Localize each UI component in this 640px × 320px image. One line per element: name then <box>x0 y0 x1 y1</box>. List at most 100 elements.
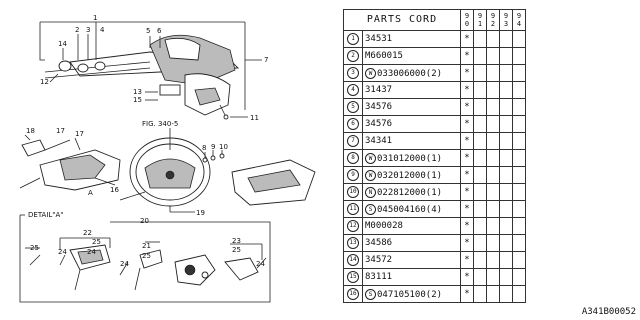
label-24b: 24 <box>87 248 96 256</box>
year-mark: * <box>460 234 474 252</box>
ref-number: 3 <box>343 64 363 82</box>
ref-number: 15 <box>343 268 363 286</box>
year-mark <box>512 30 526 48</box>
label-1: 1 <box>93 14 97 22</box>
year-mark: * <box>460 115 474 133</box>
year-mark <box>499 183 513 201</box>
prefix-badge: W <box>365 67 376 79</box>
year-mark <box>473 81 487 99</box>
year-mark <box>512 183 526 201</box>
year-mark <box>512 217 526 235</box>
year-mark <box>486 234 500 252</box>
label-19: 19 <box>196 209 205 217</box>
ref-number: 2 <box>343 47 363 65</box>
year-mark <box>499 64 513 82</box>
year-mark <box>512 166 526 184</box>
year-mark <box>499 81 513 99</box>
year-mark <box>486 30 500 48</box>
ref-number: 11 <box>343 200 363 218</box>
part-code: 34341 <box>362 132 461 150</box>
year-mark <box>499 115 513 133</box>
year-mark <box>486 149 500 167</box>
year-mark <box>499 132 513 150</box>
label-8: 8 <box>202 144 206 152</box>
year-mark <box>486 47 500 65</box>
label-25d: 25 <box>232 246 241 254</box>
year-mark: * <box>460 200 474 218</box>
ref-number: 14 <box>343 251 363 269</box>
year-mark <box>499 251 513 269</box>
parts-exploded-diagram: 1 2 3 4 5 6 7 14 12 13 15 11 FIG. 340-5 … <box>19 14 316 303</box>
label-9: 9 <box>211 143 215 151</box>
year-mark <box>473 149 487 167</box>
year-mark <box>473 268 487 286</box>
fig-reference: FIG. 340-5 <box>142 120 178 128</box>
part-code: M000028 <box>362 217 461 235</box>
year-mark: * <box>460 285 474 303</box>
part-code: 31437 <box>362 81 461 99</box>
year-mark <box>486 251 500 269</box>
prefix-badge: N <box>365 186 376 198</box>
part-code: 34531 <box>362 30 461 48</box>
year-mark <box>512 47 526 65</box>
label-4: 4 <box>100 26 105 34</box>
ref-number: 4 <box>343 81 363 99</box>
year-mark <box>486 285 500 303</box>
detail-a-box <box>19 214 271 303</box>
year-mark <box>473 30 487 48</box>
year-mark <box>473 217 487 235</box>
label-11: 11 <box>250 114 259 122</box>
year-mark <box>512 200 526 218</box>
part-code: M660015 <box>362 47 461 65</box>
year-mark <box>486 98 500 116</box>
year-mark: * <box>460 149 474 167</box>
label-24c: 24 <box>120 260 129 268</box>
year-mark <box>512 98 526 116</box>
prefix-badge: S <box>365 288 376 300</box>
label-25c: 25 <box>142 252 151 260</box>
year-mark: * <box>460 98 474 116</box>
year-mark <box>512 251 526 269</box>
label-23: 23 <box>232 237 241 245</box>
year-mark <box>486 132 500 150</box>
prefix-badge: W <box>365 152 376 164</box>
ref-number: 5 <box>343 98 363 116</box>
year-mark: * <box>460 30 474 48</box>
year-mark: * <box>460 64 474 82</box>
label-5: 5 <box>146 27 150 35</box>
label-22: 22 <box>83 229 92 237</box>
year-mark <box>486 268 500 286</box>
steering-wheel <box>119 128 225 213</box>
label-20: 20 <box>140 217 149 225</box>
year-mark <box>473 234 487 252</box>
year-mark <box>512 64 526 82</box>
year-mark <box>499 268 513 286</box>
year-mark <box>499 200 513 218</box>
ref-number: 16 <box>343 285 363 303</box>
label-6: 6 <box>157 27 162 35</box>
ref-number: 12 <box>343 217 363 235</box>
year-mark <box>499 98 513 116</box>
year-mark <box>486 217 500 235</box>
year-mark <box>486 115 500 133</box>
label-25a: 25 <box>30 244 39 252</box>
part-code: 83111 <box>362 268 461 286</box>
combination-switch <box>19 134 121 191</box>
label-18: 18 <box>26 127 35 135</box>
